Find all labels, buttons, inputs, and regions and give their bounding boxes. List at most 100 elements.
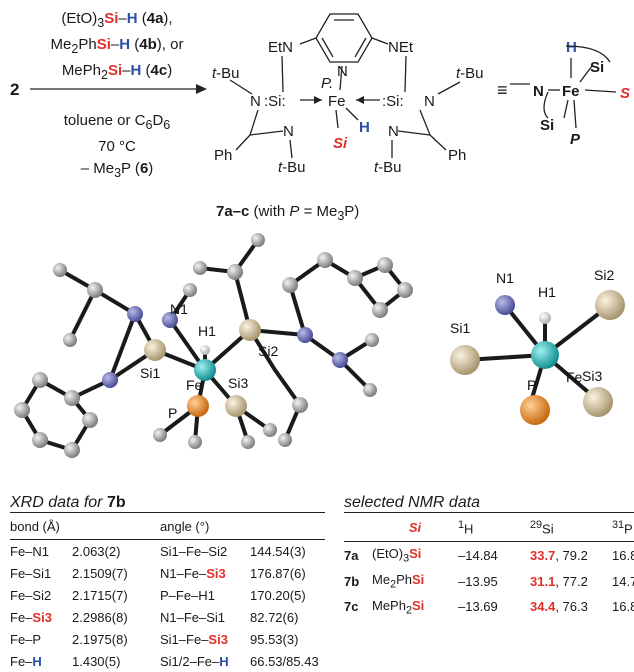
si-right: :Si: [382, 93, 404, 110]
carbon-atoms [14, 233, 413, 458]
n-right-lower: N [388, 123, 399, 140]
xrd-angle-value: 82.72(6) [250, 610, 299, 625]
net-right: NEt [388, 39, 414, 56]
xrd-angle-name: P–Fe–H1 [160, 588, 215, 603]
sketch-n: N [533, 83, 544, 100]
xrd-bond-name: Fe–Si2 [10, 588, 52, 603]
sketch-bonds [510, 45, 617, 129]
reagent-4a: (EtO)3Si–H (4a), [61, 10, 173, 30]
xrd-bond-name: Fe–N1 [10, 544, 50, 559]
xrd-angle-name: N1–Fe–Si1 [160, 610, 226, 625]
n-right-amidinate: N [424, 93, 435, 110]
xrd-bond-value: 1.430(5) [72, 654, 121, 669]
nmr-silane: Me2PhSi [372, 571, 425, 591]
nmr-p31-shift: 14.7 [612, 573, 634, 589]
reaction-conditions: toluene or C6D6 70 °C – Me3P (6) [28, 110, 206, 184]
xrd-bond-value: 2.2986(8) [72, 610, 128, 625]
n-left-lower: N [283, 123, 294, 140]
label-si3: Si3 [228, 375, 248, 391]
si-italic-ligand: Si [333, 135, 348, 152]
xrd-bond-value: 2.1509(7) [72, 566, 128, 581]
coord-label-n1: N1 [496, 270, 514, 286]
condition-temperature: 70 °C [98, 138, 136, 155]
ph-right: Ph [448, 147, 466, 164]
crystal-structure-view: N1 H1 Si1 Si2 Si3 Fe P N1 H1 Si2 Si1 Fe … [14, 233, 625, 458]
p-ligand: P. [321, 75, 333, 92]
coord-label-si2: Si2 [594, 267, 614, 283]
xrd-bond-name: Fe–P [10, 632, 42, 647]
nmr-compound: 7c [344, 599, 359, 615]
xrd-bond-name: Fe–Si3 [10, 610, 52, 625]
n-left-amidinate: N [250, 93, 261, 110]
sketch-fe: Fe [562, 83, 580, 100]
xrd-angle-value: 170.20(5) [250, 588, 306, 603]
right-amidinate-bonds [356, 55, 461, 158]
start-compound-label: 2 [10, 80, 20, 99]
reaction-scheme-drawing: N EtN NEt t-Bu N :Si: N Ph t-Bu Fe P. Si… [30, 13, 630, 176]
pyridine-ring [299, 13, 389, 63]
reaction-arrow [30, 84, 207, 94]
xrd-angle-name: Si1–Fe–Si2 [160, 544, 228, 559]
coord-label-si3: Si3 [582, 368, 602, 384]
coord-atom-si2 [595, 290, 625, 320]
sketch-p: P [570, 131, 581, 148]
xrd-table-block: XRD data for 7b bond (Å) angle (°) Fe–N1… [10, 494, 325, 672]
reagent-4c: MePh2Si–H (4c) [61, 62, 173, 82]
xrd-bond-name: Fe–H [10, 654, 42, 669]
nmr-col-si29: 29Si [530, 511, 612, 543]
atom-si1 [144, 339, 166, 361]
coord-atom-fe [531, 341, 559, 369]
table-row: Fe–N1 2.063(2) Si1–Fe–Si2 144.54(3) [10, 540, 325, 563]
nmr-title: selected NMR data [344, 494, 481, 511]
label-fe: Fe [186, 377, 203, 393]
nitrogen-atoms [162, 312, 348, 368]
fe-bonds [335, 65, 359, 129]
nmr-h-shift: –14.84 [458, 548, 498, 564]
nmr-silane: MePh2Si [372, 597, 425, 617]
xrd-bond-value: 2.063(2) [72, 544, 121, 559]
nmr-col-h: 1H [458, 511, 530, 543]
xrd-angle-value: 144.54(3) [250, 544, 306, 559]
condition-byproduct: – Me3P (6) [80, 160, 154, 180]
tbu-top-right: t-Bu [456, 65, 484, 82]
equivalence-sign: ≡ [497, 80, 508, 100]
etn-left: EtN [268, 39, 293, 56]
atom-si2 [239, 319, 261, 341]
nmr-silane: (EtO)3Si [372, 546, 422, 565]
xrd-angle-name: Si1–Fe–Si3 [160, 632, 228, 647]
xrd-bond-value: 2.1975(8) [72, 632, 128, 647]
product-caption: 7a–c (with P = Me3P) [216, 203, 360, 223]
xrd-bond-value: 2.1715(7) [72, 588, 128, 603]
ball-stick-bonds [20, 238, 407, 452]
ph-left: Ph [214, 147, 232, 164]
nmr-si29-shift: 33.7, 79.2 [530, 548, 588, 564]
nmr-h-shift: –13.69 [458, 599, 498, 615]
label-n1: N1 [170, 301, 188, 317]
nmr-compound: 7b [344, 573, 360, 589]
nmr-table-block: selected NMR data Si 1H 29Si 31P 7a(EtO)… [344, 494, 634, 619]
xrd-angle-value: 176.87(6) [250, 566, 306, 581]
xrd-col-bond: bond (Å) [10, 512, 160, 540]
tbu-bottom-left: t-Bu [278, 159, 306, 176]
xrd-angle-name: Si1/2–Fe–H [160, 654, 229, 669]
coord-label-h1: H1 [538, 284, 556, 300]
fe-center: Fe [328, 93, 346, 110]
atom-fe [194, 359, 216, 381]
condition-solvent: toluene or C6D6 [63, 112, 171, 132]
atom-h1 [200, 345, 210, 355]
xrd-title: XRD data for 7b [10, 494, 126, 511]
xrd-bond-name: Fe–Si1 [10, 566, 52, 581]
atom-si3 [225, 395, 247, 417]
nmr-p31-shift: 16.8 [612, 548, 634, 564]
coord-label-fe: Fe [566, 369, 583, 385]
left-amidinate-bonds [229, 55, 322, 159]
pyridine-n: N [337, 63, 348, 80]
coord-atom-n1 [495, 295, 515, 315]
